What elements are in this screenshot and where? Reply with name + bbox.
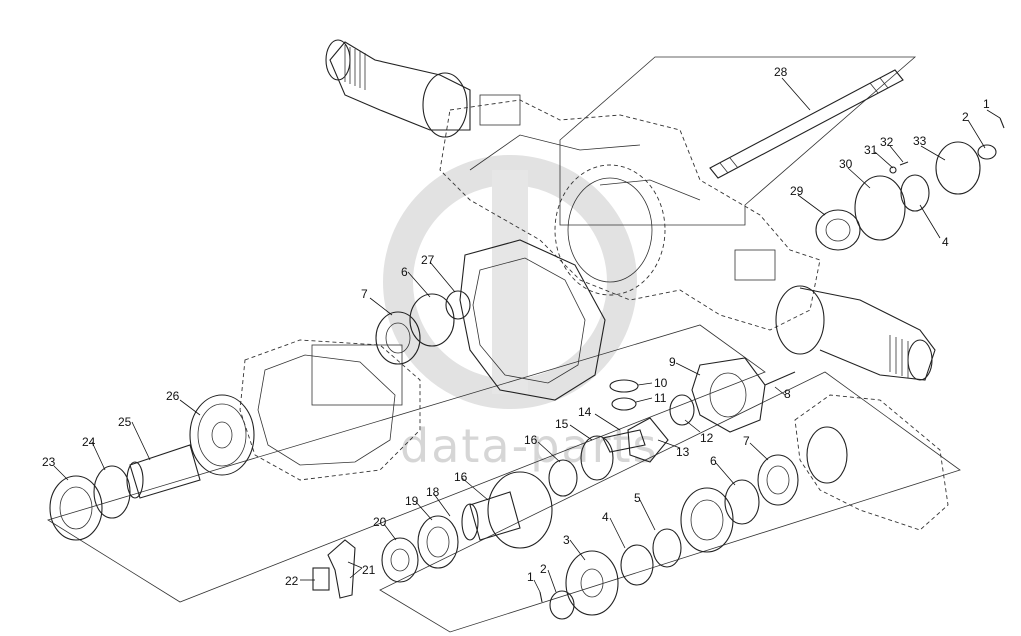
upper-rings	[375, 290, 471, 365]
callout-23: 23	[42, 455, 56, 469]
transfer-case-housing	[239, 339, 421, 481]
input-shaft-group	[49, 444, 201, 541]
callout-6-lower: 6	[710, 454, 717, 468]
callout-15: 15	[555, 417, 569, 431]
callout-28: 28	[774, 65, 788, 79]
callout-22: 22	[285, 574, 299, 588]
callout-11: 11	[654, 391, 667, 405]
lower-bearings	[549, 454, 799, 620]
callout-2-lower: 2	[540, 562, 547, 576]
callout-33: 33	[913, 134, 927, 148]
callout-32: 32	[880, 135, 894, 149]
callout-30: 30	[839, 157, 853, 171]
callout-labels: 28 1 2 32 31 33 30 29 4 6 27 7 9 10 8 11…	[42, 65, 990, 588]
upper-group-frame	[559, 56, 917, 226]
callout-14: 14	[578, 405, 592, 419]
callout-7-lower: 7	[743, 434, 750, 448]
callout-21: 21	[362, 563, 376, 577]
pinion-shaft-group	[381, 471, 553, 583]
callout-19: 19	[405, 494, 419, 508]
axle-housing	[325, 39, 936, 381]
carrier-cover	[459, 239, 606, 401]
callout-1-upper: 1	[983, 97, 990, 111]
callout-9: 9	[669, 355, 676, 369]
callout-2-upper: 2	[962, 110, 969, 124]
lower-carrier-housing	[794, 394, 949, 531]
lower-left-group-frame	[47, 324, 766, 603]
bolts	[539, 117, 1005, 603]
callout-18: 18	[426, 485, 440, 499]
callout-26: 26	[166, 389, 180, 403]
callout-16-lower: 16	[454, 470, 468, 484]
bracket-group	[312, 539, 356, 599]
callout-12: 12	[700, 431, 714, 445]
callout-4-upper: 4	[942, 235, 949, 249]
callout-4-lower: 4	[602, 510, 609, 524]
callout-24: 24	[82, 435, 96, 449]
callout-10: 10	[654, 376, 668, 390]
callout-31: 31	[864, 143, 878, 157]
leader-lines	[53, 77, 1001, 593]
differential-parts	[548, 357, 796, 497]
callout-13: 13	[676, 445, 690, 459]
callout-8: 8	[784, 387, 791, 401]
watermark-text: data-parts	[400, 419, 659, 473]
lower-right-group-frame	[379, 371, 961, 633]
callout-7-upper: 7	[361, 287, 368, 301]
callout-16-upper: 16	[524, 433, 538, 447]
callout-6-upper: 6	[401, 265, 408, 279]
axle-shaft	[709, 69, 904, 179]
watermark: data-parts	[383, 155, 659, 473]
callout-20: 20	[373, 515, 387, 529]
gear-26	[189, 394, 255, 476]
callout-5: 5	[634, 491, 641, 505]
callout-25: 25	[118, 415, 132, 429]
callout-3: 3	[563, 533, 570, 547]
callout-1-lower: 1	[527, 570, 534, 584]
callout-27: 27	[421, 253, 435, 267]
callout-29: 29	[790, 184, 804, 198]
